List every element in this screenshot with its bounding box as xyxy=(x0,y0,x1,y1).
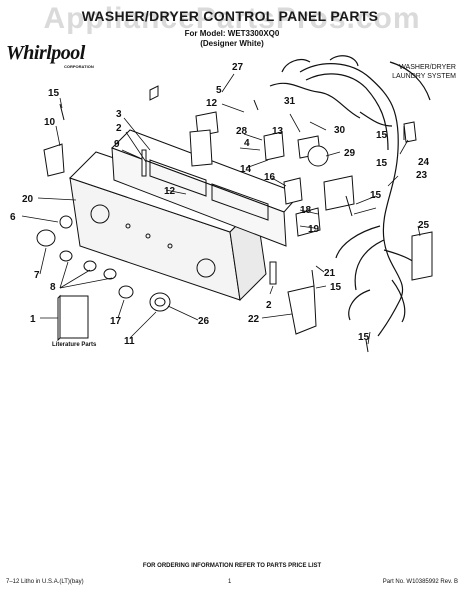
knob-group xyxy=(36,215,171,312)
callout-29: 29 xyxy=(344,148,356,159)
left-end-cap xyxy=(43,143,65,177)
callout-27: 27 xyxy=(232,62,244,73)
callout-12: 12 xyxy=(164,186,176,197)
system-line-1: WASHER/DRYER xyxy=(399,64,456,71)
callout-21: 21 xyxy=(324,268,336,279)
callout-25: 25 xyxy=(418,220,430,231)
callout-numbers: 27 5 12 15 3 31 10 2 28 13 30 9 4 15 29 … xyxy=(10,62,430,347)
callout-24: 24 xyxy=(418,157,430,168)
litho-note: 7–12 Litho in U.S.A.(LT)(bay) xyxy=(6,579,84,585)
literature-book xyxy=(59,295,89,339)
callout-6: 6 xyxy=(10,212,16,223)
callout-18: 18 xyxy=(300,205,312,216)
callout-12: 12 xyxy=(206,98,218,109)
callout-13: 13 xyxy=(272,126,284,137)
callout-11: 11 xyxy=(124,336,135,347)
literature-parts-label: Literature Parts xyxy=(52,342,97,348)
wire-harness xyxy=(269,55,431,337)
variant-line: (Designer White) xyxy=(200,39,264,48)
callout-30: 30 xyxy=(334,125,346,136)
callout-15: 15 xyxy=(376,130,388,141)
electronic-components xyxy=(149,85,433,281)
model-line: For Model: WET3300XQ0 xyxy=(184,29,280,38)
callout-20: 20 xyxy=(22,194,34,205)
ordering-note: FOR ORDERING INFORMATION REFER TO PARTS … xyxy=(142,563,322,569)
callout-15: 15 xyxy=(48,88,60,99)
callout-3: 3 xyxy=(116,109,122,120)
callout-15: 15 xyxy=(358,332,370,343)
callout-14: 14 xyxy=(240,164,252,175)
page-title: WASHER/DRYER CONTROL PANEL PARTS xyxy=(81,8,379,24)
callout-2: 2 xyxy=(266,300,272,311)
system-label: WASHER/DRYER LAUNDRY SYSTEM xyxy=(346,63,456,81)
callout-22: 22 xyxy=(248,314,260,325)
brand-logo: Whirlpool xyxy=(6,42,85,64)
brand-sub: CORPORATION xyxy=(64,64,94,69)
callout-19: 19 xyxy=(308,224,320,235)
callout-15: 15 xyxy=(330,282,342,293)
callout-23: 23 xyxy=(416,170,428,181)
callout-1: 1 xyxy=(30,314,36,325)
callout-16: 16 xyxy=(264,172,276,183)
callout-15: 15 xyxy=(376,158,388,169)
right-end-cap xyxy=(287,285,317,335)
callout-9: 9 xyxy=(114,139,120,150)
callout-17: 17 xyxy=(110,316,122,327)
callout-2: 2 xyxy=(116,123,122,134)
model-info: For Model: WET3300XQ0 (Designer White) xyxy=(150,29,314,49)
page-number: 1 xyxy=(228,579,232,585)
callout-7: 7 xyxy=(34,270,40,281)
part-number: Part No. W10385992 Rev. B xyxy=(382,579,458,585)
callout-31: 31 xyxy=(284,96,296,107)
system-line-2: LAUNDRY SYSTEM xyxy=(392,73,456,80)
control-board-frame xyxy=(111,129,301,247)
callout-15: 15 xyxy=(370,190,382,201)
callout-8: 8 xyxy=(50,282,56,293)
callout-5: 5 xyxy=(216,85,222,96)
callout-4: 4 xyxy=(244,138,250,149)
callout-28: 28 xyxy=(236,126,248,137)
leader-lines xyxy=(21,73,421,345)
callout-26: 26 xyxy=(198,316,210,327)
callout-10: 10 xyxy=(44,117,56,128)
screws xyxy=(59,99,405,353)
